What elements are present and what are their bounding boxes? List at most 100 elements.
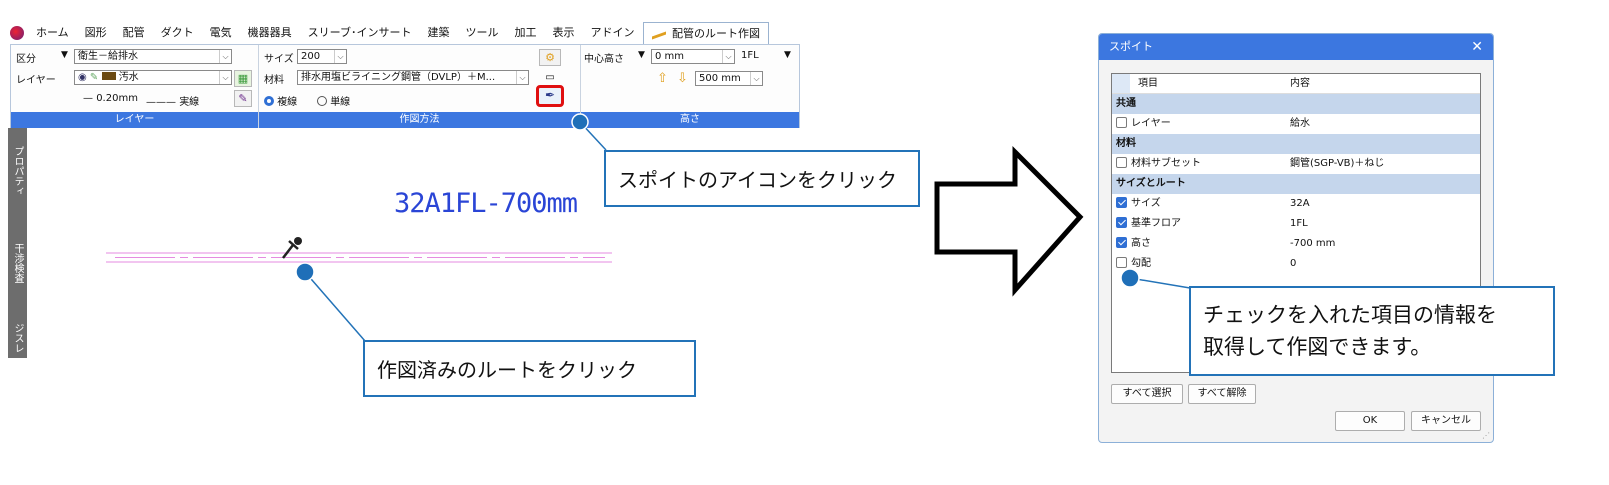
item-value: 32A xyxy=(1290,198,1310,209)
arrow-right-icon xyxy=(934,145,1084,297)
category-material: 材料 xyxy=(1112,134,1480,154)
chevron-down-icon: ⌵ xyxy=(219,71,231,84)
list-item-material-subset[interactable]: 材料サブセット鋼管(SGP-VB)＋ねじ xyxy=(1112,154,1480,174)
side-panel-tabs: プロパティ 干渉検査 ジスレ xyxy=(8,128,27,358)
sidebar-item-label: 干渉検査 xyxy=(12,243,23,283)
checkbox-base-floor[interactable] xyxy=(1116,217,1127,228)
list-item-layer[interactable]: レイヤー給水 xyxy=(1112,114,1480,134)
ribbon-group-method: サイズ 200⌵ ⚙ 材料 排水用塩ビライニング鋼管（DVLP）＋M...⌵ ▭… xyxy=(259,45,581,128)
size-select[interactable]: 200⌵ xyxy=(297,49,347,64)
chevron-down-icon: ⌵ xyxy=(516,71,528,84)
menu-item-shapes[interactable]: 図形 xyxy=(84,26,107,39)
item-value: 0 xyxy=(1290,258,1297,269)
checkbox-slope[interactable] xyxy=(1116,257,1127,268)
height-step-value: 500 mm xyxy=(699,73,741,84)
layer-list-button[interactable]: ▦ xyxy=(234,70,252,87)
height-step-select[interactable]: 500 mm⌵ xyxy=(695,71,763,86)
header-content: 内容 xyxy=(1290,78,1310,89)
category-size-route: サイズとルート xyxy=(1112,174,1480,194)
kubun-label: 区分 xyxy=(16,54,36,65)
item-label: 基準フロア xyxy=(1131,218,1181,229)
checkbox-material-subset[interactable] xyxy=(1116,157,1127,168)
radio-single[interactable]: 単線 xyxy=(317,93,350,108)
line-type-value: 実線 xyxy=(179,97,200,108)
menu-item-addin[interactable]: アドイン xyxy=(590,26,635,39)
callout-info-line2: 取得して作図できます。 xyxy=(1203,335,1432,359)
menu-item-view[interactable]: 表示 xyxy=(552,26,575,39)
sidebar-item-label: プロパティ xyxy=(12,146,23,196)
height-offset-select[interactable]: 0 mm⌵ xyxy=(651,49,735,64)
leader-line-route xyxy=(304,271,366,342)
callout-route-text: 作図済みのルートをクリック xyxy=(377,358,637,382)
checkbox-size[interactable] xyxy=(1116,197,1127,208)
menu-item-duct[interactable]: ダクト xyxy=(160,26,194,39)
floor-value[interactable]: 1FL xyxy=(741,50,759,61)
callout-eyedropper-text: スポイトのアイコンをクリック xyxy=(618,168,897,192)
group-footer-layer: レイヤー xyxy=(11,112,258,128)
line-width-text: — 0.20mm xyxy=(83,93,138,104)
arrow-up-icon[interactable]: ⇧ xyxy=(657,71,668,86)
menu-item-home[interactable]: ホーム xyxy=(36,26,69,39)
resize-grip-icon[interactable]: ⋰ xyxy=(1482,431,1490,440)
marker-dot-info xyxy=(1120,268,1140,288)
menu-item-architecture[interactable]: 建築 xyxy=(427,26,450,39)
checkbox-layer[interactable] xyxy=(1116,117,1127,128)
radio-single-label: 単線 xyxy=(330,97,351,108)
close-icon[interactable]: ✕ xyxy=(1471,39,1483,55)
checkbox-height[interactable] xyxy=(1116,237,1127,248)
layer-select[interactable]: ◉ ✎ 汚水⌵ xyxy=(74,70,232,85)
eyedropper-button[interactable]: ✒ xyxy=(536,85,564,107)
sidebar-item-interference[interactable]: 干渉検査 xyxy=(10,223,25,303)
callout-info: チェックを入れた項目の情報を 取得して作図できます。 xyxy=(1189,286,1555,376)
select-all-button[interactable]: すべて選択 xyxy=(1111,384,1183,404)
item-value: -700 mm xyxy=(1290,238,1336,249)
eyedropper-cursor-icon xyxy=(282,237,302,259)
item-label: レイヤー xyxy=(1131,118,1171,129)
cancel-button[interactable]: キャンセル xyxy=(1411,411,1481,431)
arrow-down-icon[interactable]: ⇩ xyxy=(677,71,688,86)
pipe-route[interactable] xyxy=(106,252,612,263)
line-type-text: ——— 実線 xyxy=(146,97,200,108)
line-settings-button[interactable]: ✎ xyxy=(234,90,252,107)
menu-bar: ホーム 図形 配管 ダクト 電気 機器器具 スリーブ･インサート 建築 ツール … xyxy=(10,22,800,44)
menu-item-piping[interactable]: 配管 xyxy=(122,26,145,39)
kubun-select[interactable]: 衛生－給排水⌵ xyxy=(74,49,232,64)
app-logo-icon[interactable] xyxy=(10,26,24,40)
marker-dot-eyedropper xyxy=(571,113,589,131)
item-label: サイズ xyxy=(1131,198,1161,209)
list-icon: ▭ xyxy=(545,72,555,83)
clear-all-button[interactable]: すべて解除 xyxy=(1188,384,1256,404)
tab-pipe-route[interactable]: 配管のルート作図 xyxy=(642,22,770,44)
eyedropper-icon: ✒ xyxy=(544,88,556,102)
item-label: 勾配 xyxy=(1131,258,1151,269)
material-options-button[interactable]: ▭ xyxy=(539,69,561,86)
material-select[interactable]: 排水用塩ビライニング鋼管（DVLP）＋M...⌵ xyxy=(297,70,529,85)
menu-item-tools[interactable]: ツール xyxy=(465,26,499,39)
kubun-select-value: 衛生－給排水 xyxy=(78,51,138,62)
item-label: 材料サブセット xyxy=(1131,158,1201,169)
ok-button[interactable]: OK xyxy=(1335,411,1405,431)
list-item-slope[interactable]: 勾配 0 xyxy=(1112,254,1480,274)
height-expand-icon[interactable]: ▼ xyxy=(638,50,645,60)
menu-item-equipment[interactable]: 機器器具 xyxy=(247,26,292,39)
radio-double[interactable]: 複線 xyxy=(264,93,297,108)
menu-item-electric[interactable]: 電気 xyxy=(209,26,232,39)
list-header: 項目 内容 xyxy=(1112,74,1480,94)
menu-item-sleeve[interactable]: スリーブ･インサート xyxy=(307,26,412,39)
list-item-height[interactable]: 高さ-700 mm xyxy=(1112,234,1480,254)
menu-item-processing[interactable]: 加工 xyxy=(514,26,537,39)
group-footer-height: 高さ xyxy=(581,112,799,128)
sidebar-item-property[interactable]: プロパティ xyxy=(10,136,25,206)
list-item-size[interactable]: サイズ 32A xyxy=(1112,194,1480,214)
floor-dropdown-icon[interactable]: ▼ xyxy=(784,50,791,60)
tab-pipe-route-label: 配管のルート作図 xyxy=(672,27,761,40)
kubun-expand-icon[interactable]: ▼ xyxy=(61,50,68,60)
ribbon: 区分 ▼ 衛生－給排水⌵ レイヤー ◉ ✎ 汚水⌵ ▦ — 0.20mm ———… xyxy=(10,44,800,128)
chevron-down-icon: ⌵ xyxy=(722,50,734,63)
dialog-title-bar: スポイト xyxy=(1099,34,1493,60)
size-settings-button[interactable]: ⚙ xyxy=(539,49,561,66)
sidebar-item-other[interactable]: ジスレ xyxy=(10,318,25,358)
